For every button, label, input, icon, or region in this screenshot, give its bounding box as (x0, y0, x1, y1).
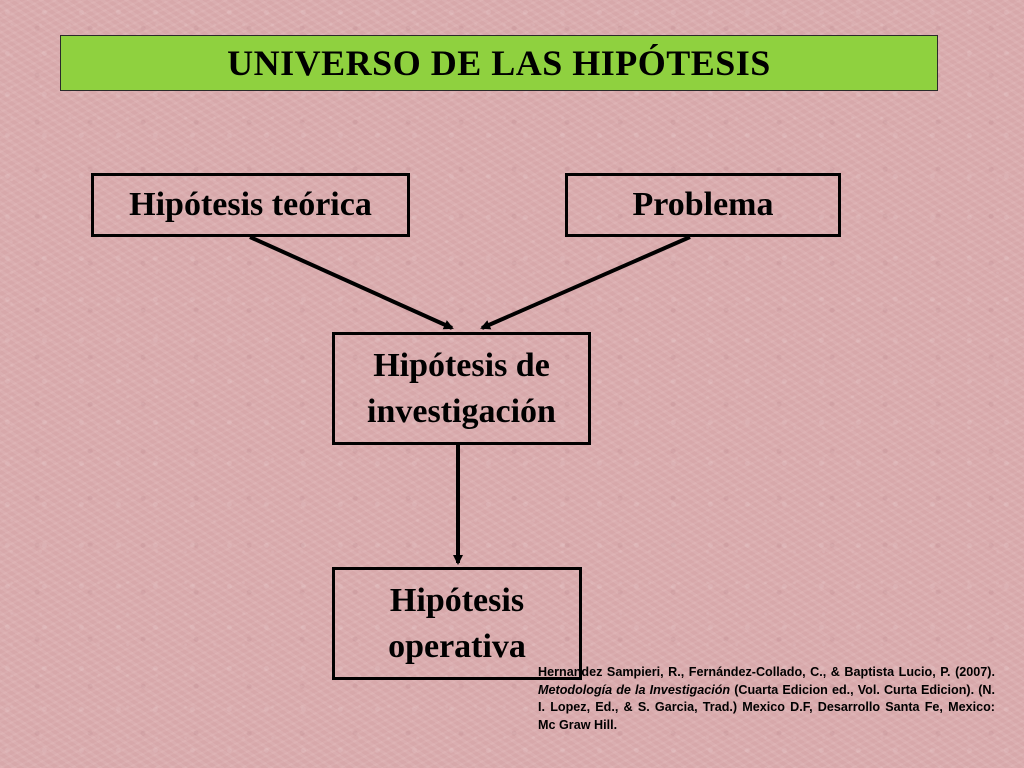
node-problema: Problema (565, 173, 841, 237)
node-label: Hipótesis operativa (388, 581, 526, 665)
node-hipotesis-operativa: Hipótesis operativa (332, 567, 582, 680)
node-label: Problema (632, 186, 774, 223)
node-hipotesis-teorica: Hipótesis teórica (91, 173, 410, 237)
citation-book-title: Metodología de la Investigación (538, 682, 731, 697)
node-label: Hipótesis de investigación (367, 346, 556, 430)
citation-authors: Hernandez Sampieri, R., Fernández-Collad… (538, 665, 995, 679)
diagram-title: UNIVERSO DE LAS HIPÓTESIS (227, 43, 771, 83)
node-label: Hipótesis teórica (129, 186, 372, 223)
edge-problema-to-investigacion (480, 235, 691, 330)
title-banner: UNIVERSO DE LAS HIPÓTESIS (60, 35, 938, 91)
edge-teorica-to-investigacion (249, 235, 454, 330)
node-hipotesis-investigacion: Hipótesis de investigación (332, 332, 591, 445)
reference-citation: Hernandez Sampieri, R., Fernández-Collad… (538, 664, 995, 734)
citation-details: (Cuarta Edicion ed., Vol. Curta Edicion)… (538, 682, 995, 732)
